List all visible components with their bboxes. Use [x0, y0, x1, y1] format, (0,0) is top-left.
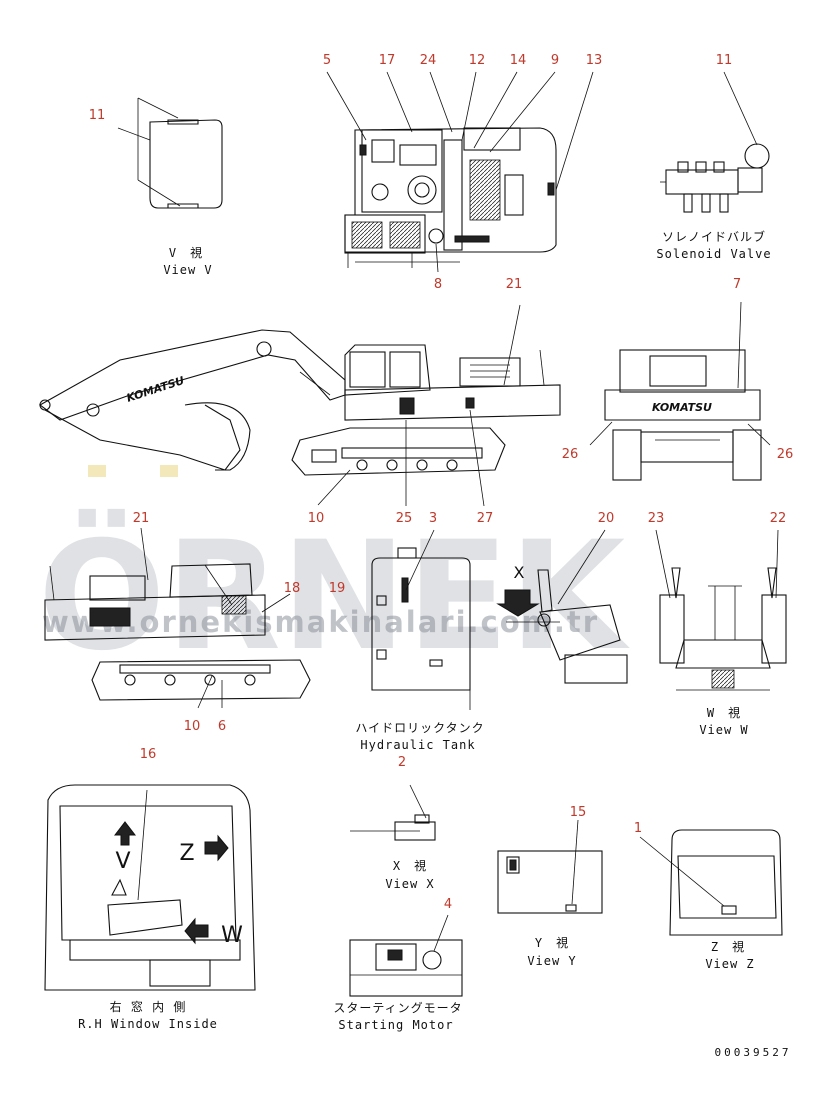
watermark-logo: ÖRNEK: [38, 508, 630, 684]
callout-3: 3: [429, 511, 437, 526]
caption-view-z-jp: Z 視: [711, 939, 745, 954]
callout-11-right: 11: [716, 53, 733, 68]
callout-14: 14: [510, 53, 527, 68]
solenoid-valve-drawing: [660, 71, 770, 213]
callout-11-left: 11: [89, 108, 106, 123]
view-marker-w: W: [221, 923, 243, 948]
caption-view-y-en: View Y: [527, 954, 576, 968]
callout-24: 24: [420, 53, 437, 68]
callout-5: 5: [323, 53, 331, 68]
callout-10-top: 10: [308, 511, 325, 526]
view-y-drawing: [497, 819, 603, 914]
caption-view-w-jp: W 視: [707, 705, 741, 720]
callout-23: 23: [648, 511, 665, 526]
callout-27: 27: [477, 511, 494, 526]
callout-19: 19: [329, 581, 346, 596]
callout-18: 18: [284, 581, 301, 596]
callout-21-side: 21: [133, 511, 150, 526]
caption-solenoid-en: Solenoid Valve: [656, 247, 771, 261]
caption-window-en: R.H Window Inside: [78, 1017, 218, 1031]
callout-12: 12: [469, 53, 486, 68]
callout-2: 2: [398, 755, 406, 770]
callout-21-top: 21: [506, 277, 523, 292]
callout-8: 8: [434, 277, 442, 292]
control-console-drawing: [496, 529, 628, 684]
caption-view-x-en: View X: [385, 877, 434, 891]
callout-1: 1: [634, 821, 642, 836]
caption-view-y-jp: Y 視: [535, 935, 569, 950]
callout-6: 6: [218, 719, 226, 734]
caption-view-v-en: View V: [163, 263, 212, 277]
drawing-number: 00039527: [715, 1046, 792, 1059]
excavator-side-view-right: [44, 527, 311, 709]
callout-26-left: 26: [562, 447, 579, 462]
caption-starting-jp: スターティングモータ: [333, 1001, 462, 1015]
rear-brand-text: KOMATSU: [652, 401, 712, 414]
boom-brand-text: KOMATSU: [125, 374, 186, 405]
callout-26-right: 26: [777, 447, 794, 462]
callout-22: 22: [770, 511, 787, 526]
hydraulic-tank-drawing: [371, 529, 471, 710]
callout-17: 17: [379, 53, 396, 68]
excavator-rear-view: KOMATSU: [589, 301, 771, 481]
watermark: ÖRNEK www.ornekismakinalari.com.tr: [38, 465, 630, 684]
caption-view-x-jp: X 視: [393, 858, 427, 873]
caption-view-w-en: View W: [699, 723, 748, 737]
callout-16: 16: [140, 747, 157, 762]
caption-starting-en: Starting Motor: [338, 1018, 453, 1032]
view-v-drawing: [117, 97, 223, 209]
view-marker-x: X: [514, 563, 525, 582]
caption-window-jp: 右 窓 内 側: [110, 999, 187, 1014]
watermark-url: www.ornekismakinalari.com.tr: [42, 605, 599, 639]
callout-13: 13: [586, 53, 603, 68]
rh-window-inside-drawing: [44, 784, 256, 991]
callout-20: 20: [598, 511, 615, 526]
caption-view-v-jp: V 視: [169, 245, 203, 260]
caption-hydraulic-jp: ハイドロリックタンク: [355, 721, 484, 735]
caption-hydraulic-en: Hydraulic Tank: [360, 738, 475, 752]
view-w-drawing: [655, 529, 787, 691]
callout-25: 25: [396, 511, 413, 526]
caption-solenoid-jp: ソレノイドバルブ: [662, 229, 766, 244]
view-marker-z: Z: [179, 841, 194, 866]
view-x-drawing: [350, 784, 436, 841]
caption-view-z-en: View Z: [705, 957, 754, 971]
callout-9: 9: [551, 53, 559, 68]
top-plan-view: [326, 71, 594, 273]
view-marker-v: V: [115, 849, 130, 874]
callout-10-side: 10: [184, 719, 201, 734]
excavator-side-view: KOMATSU: [38, 304, 561, 507]
view-z-drawing: [639, 829, 783, 936]
callout-4: 4: [444, 897, 452, 912]
callout-7: 7: [733, 277, 741, 292]
starting-motor-drawing: [349, 914, 463, 997]
callout-15: 15: [570, 805, 587, 820]
